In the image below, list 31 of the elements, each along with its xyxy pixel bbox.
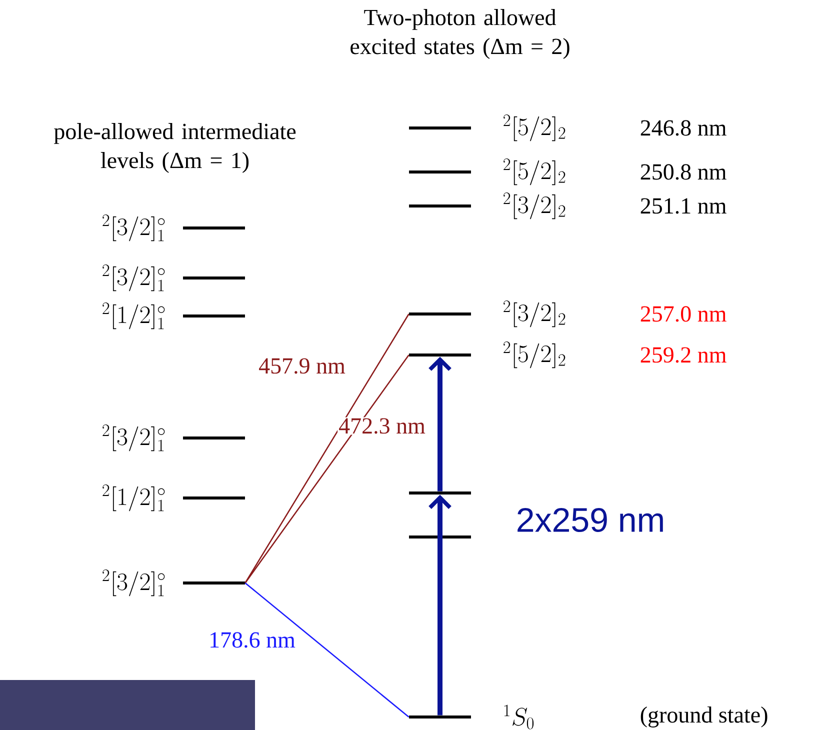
transition-line xyxy=(244,314,410,584)
wavelength-label: 257.0 nm xyxy=(640,306,726,322)
wavelength-label: 250.8 nm xyxy=(640,164,726,180)
level-label: $^2[3/2]^\circ_1$ xyxy=(102,424,165,452)
level-label: $^2[5/2]_2$ xyxy=(504,158,566,186)
level-label: $^2[3/2]^\circ_1$ xyxy=(102,570,165,596)
wavelength-label: 259.2 nm xyxy=(640,347,726,363)
title: Two-photon allowed excited states (Δm = 2) xyxy=(350,9,570,59)
wavelength-label: 246.8 nm xyxy=(640,120,726,136)
level-label: $^2[1/2]^\circ_1$ xyxy=(102,484,165,512)
arrow xyxy=(428,356,452,492)
level-label: $^2[5/2]_2$ xyxy=(504,114,566,142)
arrow-caption: 2x259 nm xyxy=(518,508,663,532)
level-label: $^2[3/2]_2$ xyxy=(504,192,566,220)
transition-line xyxy=(244,582,410,718)
column-heading: pole-allowed intermediate levels (Δm = 1) xyxy=(54,123,296,173)
edge-label: 457.9 nm xyxy=(259,358,346,374)
level-label: $^2[3/2]^\circ_1$ xyxy=(102,214,165,242)
energy-level xyxy=(409,492,471,494)
level-label: $^2[3/2]_2$ xyxy=(504,300,566,328)
level-label: $^2[3/2]^\circ_1$ xyxy=(102,264,165,292)
wavelength-label: 251.1 nm xyxy=(640,198,726,214)
edge-label: 178.6 nm xyxy=(210,632,296,648)
level-label: $^2[1/2]^\circ_1$ xyxy=(102,302,165,330)
edge-label: 472.3 nm xyxy=(339,418,426,434)
state-note: (ground state) xyxy=(640,706,768,728)
arrow xyxy=(428,494,452,716)
level-label: $^1S_0$ xyxy=(504,704,534,730)
level-label: $^2[5/2]_2$ xyxy=(504,342,566,368)
transition-line xyxy=(244,354,410,584)
energy-level xyxy=(409,536,471,538)
